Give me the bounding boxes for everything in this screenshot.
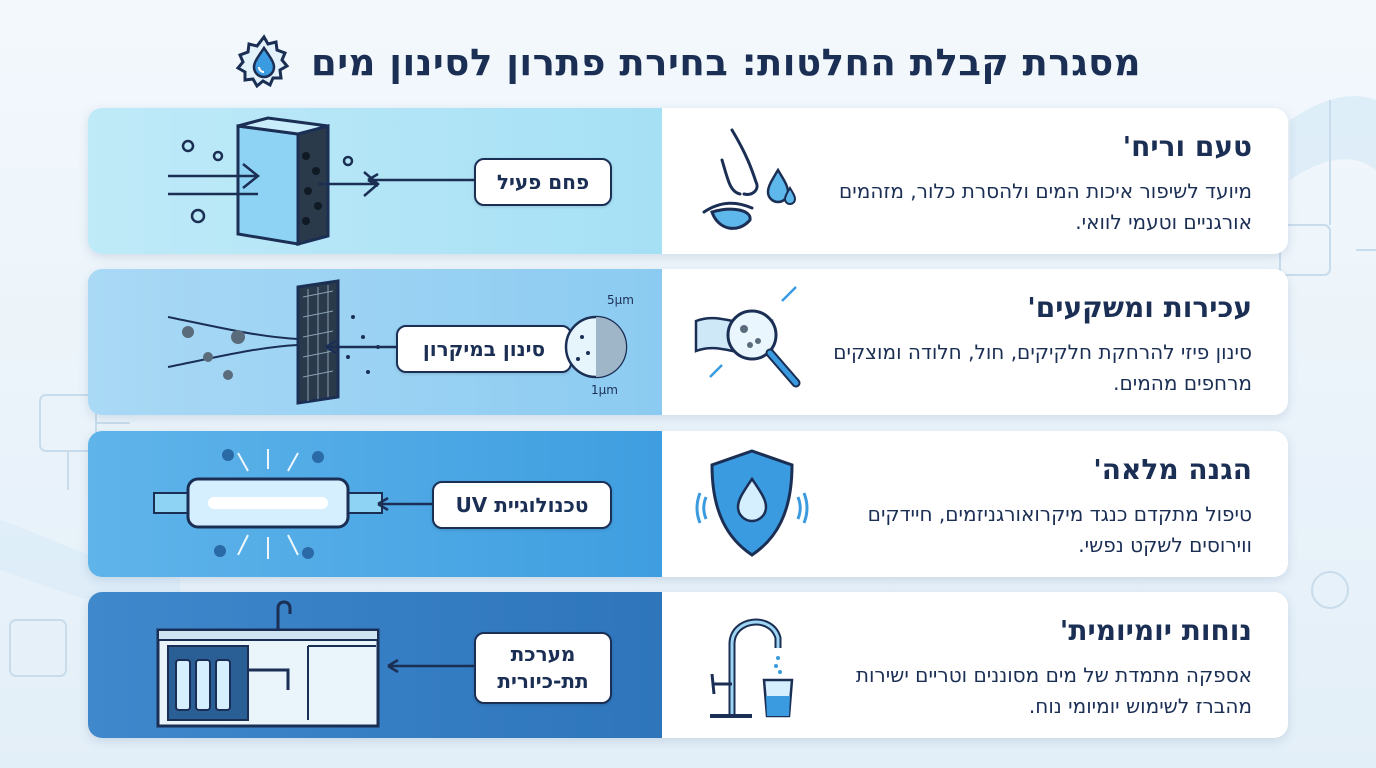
problem-description: אספקה מתמדת של מים מסוננים וטריים ישירות… bbox=[855, 663, 1252, 718]
problem-title: נוחות יומיומית' bbox=[1059, 614, 1252, 647]
problem-card: נוחות יומיומית' אספקה מתמדת של מים מסוננ… bbox=[662, 592, 1288, 738]
magnifier-particles-icon bbox=[694, 286, 801, 388]
pointer-arrow bbox=[367, 173, 474, 187]
micron-label-5: 5μm bbox=[607, 293, 634, 307]
solution-label: טכנולוגיית UV bbox=[432, 481, 612, 529]
header: מסגרת קבלת החלטות: בחירת פתרון לסינון מי… bbox=[0, 30, 1376, 94]
micron-label-1: 1μm bbox=[591, 383, 618, 397]
decision-row-full-protection: הגנה מלאה' טיפול מתקדם כנגד מיקרואורגניז… bbox=[88, 431, 1288, 577]
problem-title: טעם וריח' bbox=[1122, 130, 1252, 163]
pointer-arrow bbox=[377, 497, 432, 511]
solution-panel: פחם פעיל bbox=[88, 108, 662, 254]
solution-panel: סינון במיקרון 5μm 1μm bbox=[88, 269, 662, 415]
problem-card: עכירות ומשקעים' סינון פיזי להרחקת חלקיקי… bbox=[662, 269, 1288, 415]
solution-panel: מערכת תת-כיורית bbox=[88, 592, 662, 738]
shield-drop-icon bbox=[695, 449, 809, 557]
pointer-arrow bbox=[387, 659, 474, 673]
uv-lamp-illustration bbox=[153, 449, 383, 559]
problem-description: מיועד לשיפור איכות המים ולהסרת כלור, מזה… bbox=[839, 179, 1252, 234]
problem-card: הגנה מלאה' טיפול מתקדם כנגד מיקרואורגניז… bbox=[662, 431, 1288, 577]
nose-tongue-icon bbox=[702, 128, 797, 230]
problem-title: הגנה מלאה' bbox=[1093, 453, 1252, 486]
problem-description: טיפול מתקדם כנגד מיקרואורגניזמים, חיידקי… bbox=[867, 502, 1252, 557]
page-title: מסגרת קבלת החלטות: בחירת פתרון לסינון מי… bbox=[310, 40, 1142, 84]
micron-badge: 5μm 1μm bbox=[546, 289, 636, 399]
solution-label: פחם פעיל bbox=[474, 158, 612, 206]
solution-label: סינון במיקרון bbox=[396, 325, 572, 373]
carbon-filter-illustration bbox=[168, 116, 380, 246]
problem-card: טעם וריח' מיועד לשיפור איכות המים ולהסרת… bbox=[662, 108, 1288, 254]
mesh-filter-illustration bbox=[167, 279, 380, 405]
pointer-arrow bbox=[325, 340, 396, 354]
problem-title: עכירות ומשקעים' bbox=[1027, 291, 1252, 324]
gear-water-drop-icon bbox=[235, 34, 290, 89]
decision-row-daily-convenience: נוחות יומיומית' אספקה מתמדת של מים מסוננ… bbox=[88, 592, 1288, 738]
problem-description: סינון פיזי להרחקת חלקיקים, חול, חלודה ומ… bbox=[833, 340, 1252, 395]
decision-row-turbidity-sediment: עכירות ומשקעים' סינון פיזי להרחקת חלקיקי… bbox=[88, 269, 1288, 415]
micron-circle-icon bbox=[564, 315, 628, 379]
under-sink-system-illustration bbox=[156, 600, 380, 728]
faucet-glass-icon bbox=[710, 618, 794, 718]
solution-panel: טכנולוגיית UV bbox=[88, 431, 662, 577]
decision-row-taste-smell: טעם וריח' מיועד לשיפור איכות המים ולהסרת… bbox=[88, 108, 1288, 254]
solution-label: מערכת תת-כיורית bbox=[474, 632, 612, 704]
